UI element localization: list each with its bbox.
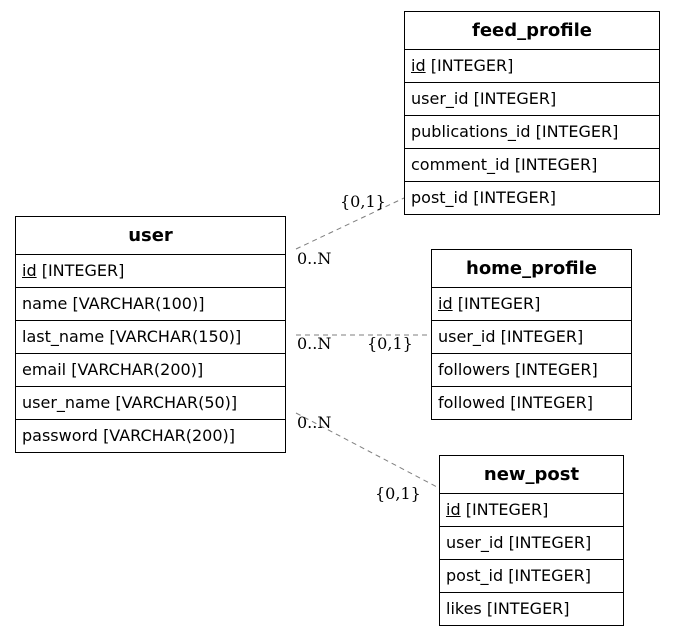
field-name: comment_id bbox=[411, 155, 510, 174]
field-name: publications_id bbox=[411, 122, 531, 141]
field-row: password [VARCHAR(200)] bbox=[16, 420, 285, 452]
field-name: post_id bbox=[411, 188, 469, 207]
field-row: email [VARCHAR(200)] bbox=[16, 354, 285, 387]
field-type: [INTEGER] bbox=[473, 188, 556, 207]
field-type: [INTEGER] bbox=[510, 393, 593, 412]
field-row: post_id [INTEGER] bbox=[440, 560, 623, 593]
field-name: user_id bbox=[446, 533, 504, 552]
field-name: email bbox=[22, 360, 67, 379]
entity-title: user bbox=[16, 217, 285, 255]
field-type: [INTEGER] bbox=[473, 89, 557, 108]
field-row: followers [INTEGER] bbox=[432, 354, 631, 387]
field-row: user_id [INTEGER] bbox=[440, 527, 623, 560]
entity-home-profile[interactable]: home_profile id [INTEGER] user_id [INTEG… bbox=[431, 249, 632, 420]
entity-title: new_post bbox=[440, 456, 623, 494]
field-type: [INTEGER] bbox=[457, 294, 541, 313]
field-name: likes bbox=[446, 599, 482, 618]
cardinality-user-home-profile-from: 0..N bbox=[297, 334, 331, 353]
cardinality-user-feed-profile-from: 0..N bbox=[297, 249, 331, 268]
entity-user[interactable]: user id [INTEGER] name [VARCHAR(100)] la… bbox=[15, 216, 286, 453]
field-name: user_id bbox=[438, 327, 496, 346]
field-row: post_id [INTEGER] bbox=[405, 182, 659, 214]
field-name: name bbox=[22, 294, 68, 313]
field-type: [INTEGER] bbox=[430, 56, 514, 75]
field-row: publications_id [INTEGER] bbox=[405, 116, 659, 149]
field-row: name [VARCHAR(100)] bbox=[16, 288, 285, 321]
field-type: [VARCHAR(200)] bbox=[71, 360, 204, 379]
cardinality-user-home-profile-to: {0,1} bbox=[367, 334, 413, 353]
field-row: user_id [INTEGER] bbox=[432, 321, 631, 354]
relationship-line-user-feed-profile bbox=[295, 197, 405, 250]
cardinality-user-feed-profile-to: {0,1} bbox=[340, 192, 386, 211]
field-name: followed bbox=[438, 393, 506, 412]
field-name: password bbox=[22, 426, 98, 445]
field-row: likes [INTEGER] bbox=[440, 593, 623, 625]
primary-key-name: id bbox=[411, 56, 426, 75]
field-name: followers bbox=[438, 360, 510, 379]
field-type: [INTEGER] bbox=[465, 500, 549, 519]
field-type: [VARCHAR(200)] bbox=[103, 426, 236, 445]
entity-title: home_profile bbox=[432, 250, 631, 288]
field-type: [INTEGER] bbox=[508, 566, 591, 585]
field-row: id [INTEGER] bbox=[405, 50, 659, 83]
field-row: id [INTEGER] bbox=[440, 494, 623, 527]
primary-key-name: id bbox=[22, 261, 37, 280]
field-type: [INTEGER] bbox=[486, 599, 570, 618]
entity-title: feed_profile bbox=[405, 12, 659, 50]
primary-key-name: id bbox=[446, 500, 461, 519]
field-type: [VARCHAR(100)] bbox=[72, 294, 205, 313]
field-type: [INTEGER] bbox=[500, 327, 584, 346]
field-type: [INTEGER] bbox=[515, 360, 598, 379]
field-type: [INTEGER] bbox=[535, 122, 619, 141]
cardinality-user-new-post-from: 0..N bbox=[297, 413, 331, 432]
field-name: post_id bbox=[446, 566, 504, 585]
field-row: id [INTEGER] bbox=[432, 288, 631, 321]
field-row: user_name [VARCHAR(50)] bbox=[16, 387, 285, 420]
field-row: last_name [VARCHAR(150)] bbox=[16, 321, 285, 354]
field-type: [VARCHAR(150)] bbox=[109, 327, 242, 346]
field-type: [INTEGER] bbox=[508, 533, 592, 552]
field-row: followed [INTEGER] bbox=[432, 387, 631, 419]
field-name: user_id bbox=[411, 89, 469, 108]
field-type: [INTEGER] bbox=[514, 155, 598, 174]
field-row: user_id [INTEGER] bbox=[405, 83, 659, 116]
cardinality-user-new-post-to: {0,1} bbox=[375, 484, 421, 503]
field-row: comment_id [INTEGER] bbox=[405, 149, 659, 182]
entity-feed-profile[interactable]: feed_profile id [INTEGER] user_id [INTEG… bbox=[404, 11, 660, 215]
field-name: user_name bbox=[22, 393, 111, 412]
field-type: [INTEGER] bbox=[41, 261, 125, 280]
field-type: [VARCHAR(50)] bbox=[115, 393, 238, 412]
primary-key-name: id bbox=[438, 294, 453, 313]
field-row: id [INTEGER] bbox=[16, 255, 285, 288]
entity-new-post[interactable]: new_post id [INTEGER] user_id [INTEGER] … bbox=[439, 455, 624, 626]
field-name: last_name bbox=[22, 327, 105, 346]
